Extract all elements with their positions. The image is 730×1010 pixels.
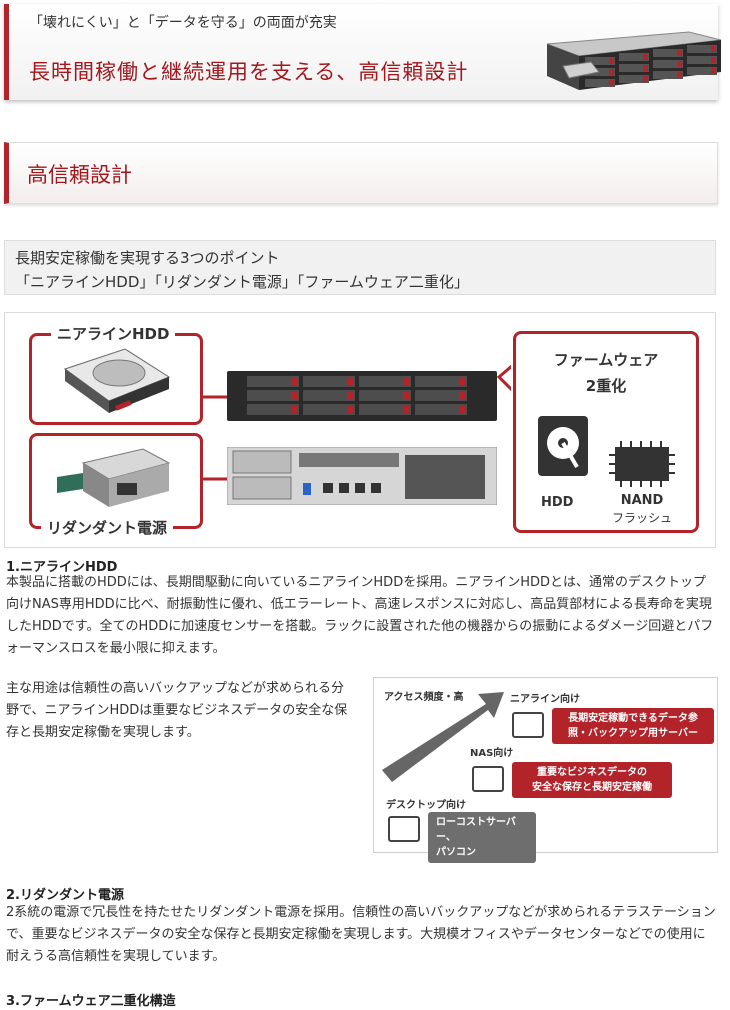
access-arrow <box>382 692 504 782</box>
key-points-box: 長期安定稼働を実現する3つのポイント 「ニアラインHDD」「リダンダント電源」「… <box>4 240 716 295</box>
reliability-diagram: ニアラインHDD リダンダント電源 <box>4 312 716 548</box>
nand-label-2: フラッシュ <box>611 511 672 525</box>
tier3-hdd-icon <box>388 816 420 842</box>
tier1-hdd-icon <box>512 712 544 738</box>
tier2-label: NAS向け <box>470 748 514 759</box>
server-rear-image <box>227 447 497 505</box>
banner-subtitle: 「壊れにくい」と「データを守る」の両面が充実 <box>29 15 337 31</box>
nearline-hdd-label: ニアラインHDD <box>51 323 176 344</box>
tier2-tag-line-2: 安全な保存と長期安定稼働 <box>532 782 652 793</box>
tier3-tag-line-1: ローコストサーバー、 <box>436 817 516 843</box>
tier1-tag: 長期安定稼動できるデータ参照・バックアップ用サーバー <box>552 708 714 744</box>
hdd-label: HDD <box>541 495 574 510</box>
tier2-hdd-icon <box>472 766 504 792</box>
nand-flash-icon <box>609 441 675 487</box>
tier2-tag-line-1: 重要なビジネスデータの <box>537 767 647 778</box>
tier3-tag: ローコストサーバー、 パソコン <box>428 812 536 863</box>
sec3-heading: 3.ファームウェア二重化構造 <box>6 994 176 1009</box>
tier2-tag: 重要なビジネスデータの 安全な保存と長期安定稼働 <box>512 762 672 798</box>
banner-title: 長時間稼働と継続運用を支える、高信頼設計 <box>29 60 469 84</box>
server-front-image <box>227 371 497 421</box>
sec2-heading: 2.リダンダント電源 <box>6 888 124 903</box>
key-points-line-1: 長期安定稼働を実現する3つのポイント <box>15 249 280 267</box>
tier1-label: ニアライン向け <box>510 694 580 705</box>
tier3-tag-line-2: パソコン <box>436 847 476 858</box>
section-title: 高信頼設計 <box>27 163 132 187</box>
sec2-body: 2系統の電源で冗長性を持たせたリダンダント電源を採用。信頼性の高いバックアップな… <box>6 905 716 964</box>
sec1-note: 主な用途は信頼性の高いバックアップなどが求められる分野で、ニアラインHDDは重要… <box>6 681 348 740</box>
firmware-label-1: ファームウェア <box>553 351 659 369</box>
server-product-image <box>546 31 722 90</box>
sec1-body: 本製品に搭載のHDDには、長期間駆動に向いているニアラインHDDを採用。ニアライ… <box>6 575 714 656</box>
section-title-box: 高信頼設計 <box>4 142 718 204</box>
hdd-icon <box>538 416 588 476</box>
sec1-heading: 1.ニアラインHDD <box>6 560 118 575</box>
tier3-label: デスクトップ向け <box>386 800 466 811</box>
key-points-line-2: 「ニアラインHDD」「リダンダント電源」「ファームウェア二重化」 <box>15 273 469 291</box>
hdd-drive-image <box>63 348 171 413</box>
redundant-psu-label: リダンダント電源 <box>41 517 174 538</box>
power-supply-image <box>57 448 171 507</box>
nand-label-1: NAND <box>620 493 664 508</box>
firmware-label-2: 2重化 <box>585 377 627 395</box>
header-banner: 「壊れにくい」と「データを守る」の両面が充実 長時間稼働と継続運用を支える、高信… <box>4 4 722 100</box>
access-frequency-chart: アクセス頻度・高 ニアライン向け 長期安定稼動できるデータ参照・バックアップ用サ… <box>373 677 718 863</box>
access-axis-label: アクセス頻度・高 <box>384 692 464 703</box>
